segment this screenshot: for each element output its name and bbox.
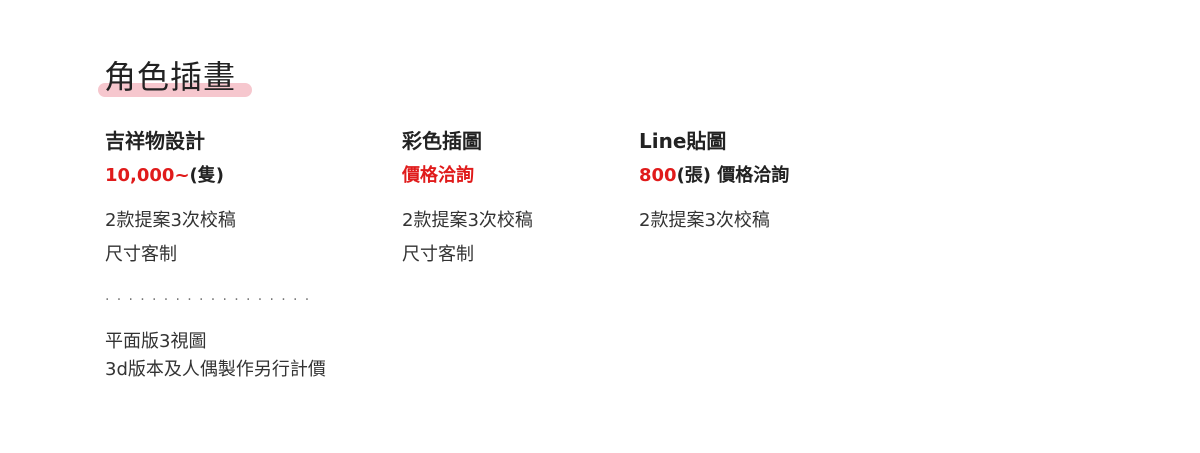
extra-line: 3d版本及人偶製作另行計價 (105, 359, 326, 380)
price-unit: (隻) (189, 165, 224, 186)
price-amount: 價格洽詢 (402, 165, 474, 186)
service-details: 2款提案3次校稿 尺寸客制 (105, 204, 385, 272)
extra-line: 平面版3視圖 (105, 331, 207, 352)
service-price: 10,000~(隻) (105, 164, 385, 188)
price-unit: (張) 價格洽詢 (676, 165, 790, 186)
dotted-separator: .................. (105, 288, 317, 304)
section-title: 角色插畫 (104, 58, 237, 96)
detail-line: 尺寸客制 (402, 244, 474, 265)
service-column-color-illustration: 彩色插圖 價格洽詢 2款提案3次校稿 尺寸客制 (402, 127, 622, 272)
service-details: 2款提案3次校稿 尺寸客制 (402, 204, 622, 272)
service-name: Line貼圖 (639, 129, 727, 153)
title-highlight-bar (98, 83, 252, 97)
detail-line: 尺寸客制 (105, 244, 177, 265)
price-amount: 800 (639, 165, 677, 186)
service-name: 吉祥物設計 (105, 129, 205, 153)
service-extras: 平面版3視圖 3d版本及人偶製作另行計價 (105, 328, 385, 384)
service-column-line-stickers: Line貼圖 800(張) 價格洽詢 2款提案3次校稿 (639, 127, 939, 238)
service-details: 2款提案3次校稿 (639, 204, 939, 238)
service-name: 彩色插圖 (402, 129, 482, 153)
service-column-mascot: 吉祥物設計 10,000~(隻) 2款提案3次校稿 尺寸客制 .........… (105, 127, 385, 384)
detail-line: 2款提案3次校稿 (402, 210, 533, 231)
price-amount: 10,000~ (105, 165, 190, 186)
detail-line: 2款提案3次校稿 (639, 210, 770, 231)
section-header: 角色插畫 (98, 58, 252, 100)
detail-line: 2款提案3次校稿 (105, 210, 236, 231)
service-price: 價格洽詢 (402, 164, 622, 188)
service-price: 800(張) 價格洽詢 (639, 164, 939, 188)
